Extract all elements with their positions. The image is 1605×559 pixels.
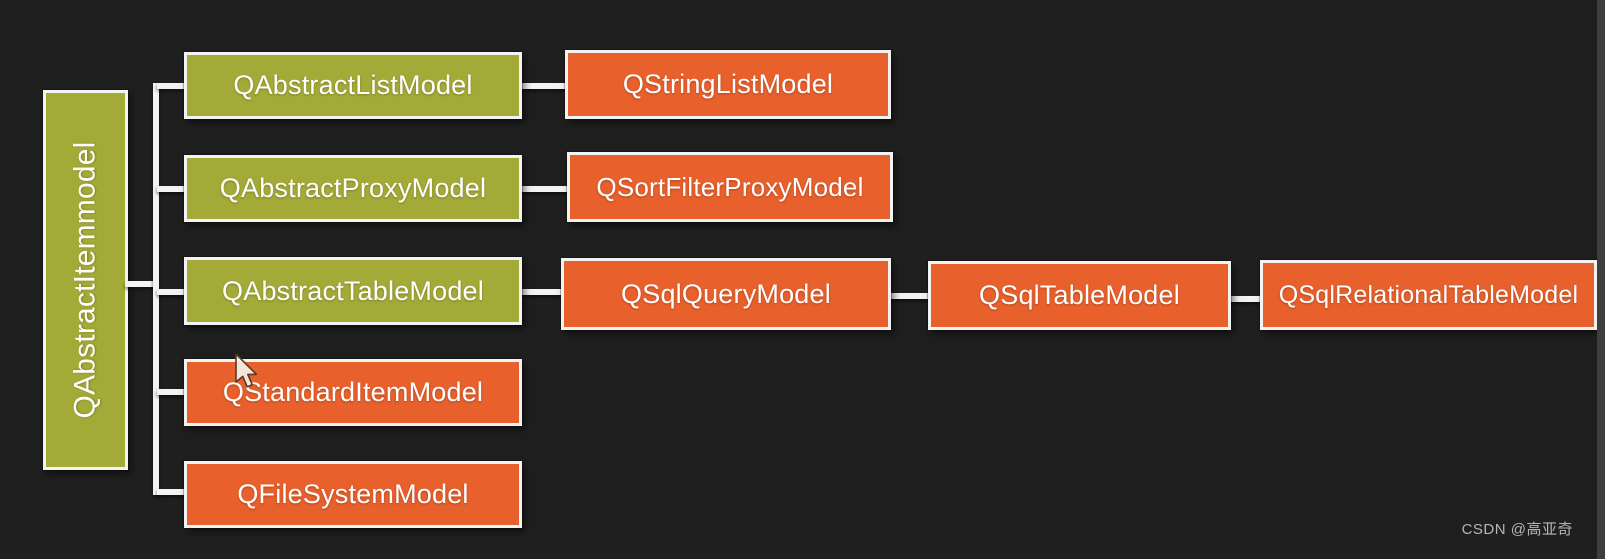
node-qsortfilterproxymodel: QSortFilterProxyModel <box>567 152 893 222</box>
node-label: QAbstractTableModel <box>222 275 484 306</box>
connector-trunk-vertical <box>153 83 159 495</box>
node-qsqltablemodel: QSqlTableModel <box>928 261 1231 330</box>
node-qabstractitemmodel: QAbstractItemmodel <box>43 90 128 470</box>
connector-row1-a <box>520 83 568 89</box>
connector-row2-a <box>520 186 570 192</box>
node-label: QSqlTableModel <box>979 280 1180 310</box>
node-label: QSortFilterProxyModel <box>596 171 864 202</box>
connector-row3-a <box>520 289 564 295</box>
node-qabstractproxymodel: QAbstractProxyModel <box>184 155 522 222</box>
node-label: QFileSystemModel <box>237 479 469 509</box>
node-qabstracttablemodel: QAbstractTableModel <box>184 257 522 325</box>
node-qsqlquerymodel: QSqlQueryModel <box>561 258 891 330</box>
node-qabstractlistmodel: QAbstractListModel <box>184 52 522 119</box>
node-label: QStandardItemModel <box>222 377 484 407</box>
mouse-cursor-icon <box>235 354 258 388</box>
node-qstringlistmodel: QStringListModel <box>565 50 891 119</box>
node-label: QAbstractListModel <box>233 70 473 100</box>
node-qfilesystemmodel: QFileSystemModel <box>184 461 522 528</box>
connector-stub-row3 <box>157 289 186 295</box>
connector-row3-b <box>888 293 931 299</box>
screen-edge-strip <box>1597 0 1605 559</box>
connector-stub-row1 <box>157 83 186 89</box>
node-label: QSqlRelationalTableModel <box>1278 280 1579 309</box>
node-label: QAbstractProxyModel <box>219 173 487 203</box>
connector-stub-row5 <box>157 489 186 495</box>
node-label: QSqlQueryModel <box>621 278 831 309</box>
connector-stub-row2 <box>157 186 186 192</box>
node-qsqlrelationaltablemodel: QSqlRelationalTableModel <box>1260 260 1597 330</box>
connector-row3-c <box>1228 296 1263 302</box>
node-label: QStringListModel <box>622 69 834 99</box>
connector-root-horizontal <box>125 281 156 287</box>
watermark: CSDN @高亚奇 <box>1461 521 1573 538</box>
connector-stub-row4 <box>157 389 186 395</box>
node-label: QAbstractItemmodel <box>68 141 102 419</box>
